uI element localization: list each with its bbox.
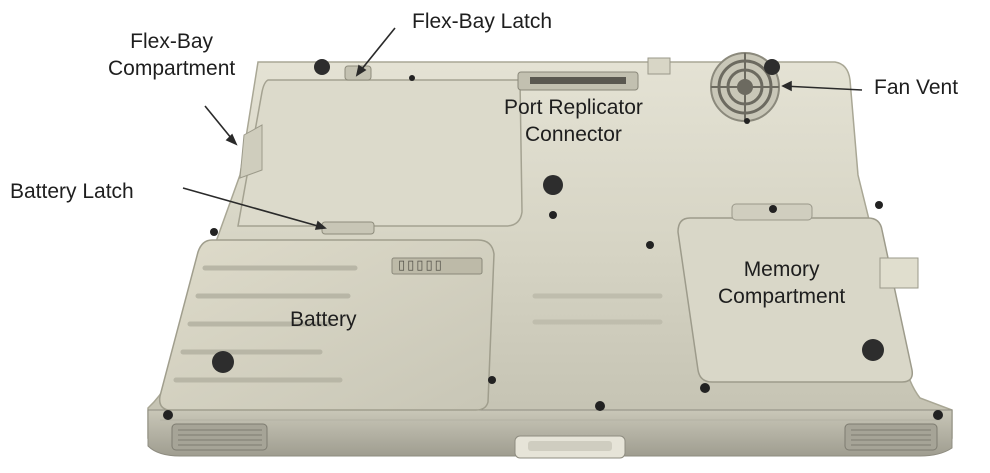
battery-gauge-label: ▯▯▯▯▯: [398, 257, 444, 272]
speaker-grill-right: [844, 423, 938, 451]
battery-latch-shape: [321, 221, 375, 235]
side-tab-right: [879, 257, 919, 289]
label-fan-vent: Fan Vent: [874, 76, 959, 99]
leader-battery-latch: [182, 187, 326, 229]
label-port-replicator: Port Replicator Connector: [504, 96, 643, 146]
label-memory-compartment: Memory Compartment: [718, 258, 846, 308]
leader-fan-vent: [782, 85, 863, 91]
fan-vent-shape: [710, 52, 780, 122]
label-battery-latch: Battery Latch: [10, 180, 134, 203]
front-edge: [147, 409, 953, 457]
memory-panel: [677, 217, 914, 383]
label-flexbay-latch: Flex-Bay Latch: [412, 10, 553, 33]
label-battery: Battery: [290, 308, 357, 331]
label-flexbay-compartment: Flex-Bay Compartment: [108, 30, 236, 80]
flexbay-panel: [237, 79, 523, 227]
battery-gauge: [391, 257, 483, 275]
speaker-grill-left: [171, 423, 268, 451]
flexbay-side-tab: [239, 124, 263, 179]
leader-flexbay-latch: [356, 27, 396, 76]
